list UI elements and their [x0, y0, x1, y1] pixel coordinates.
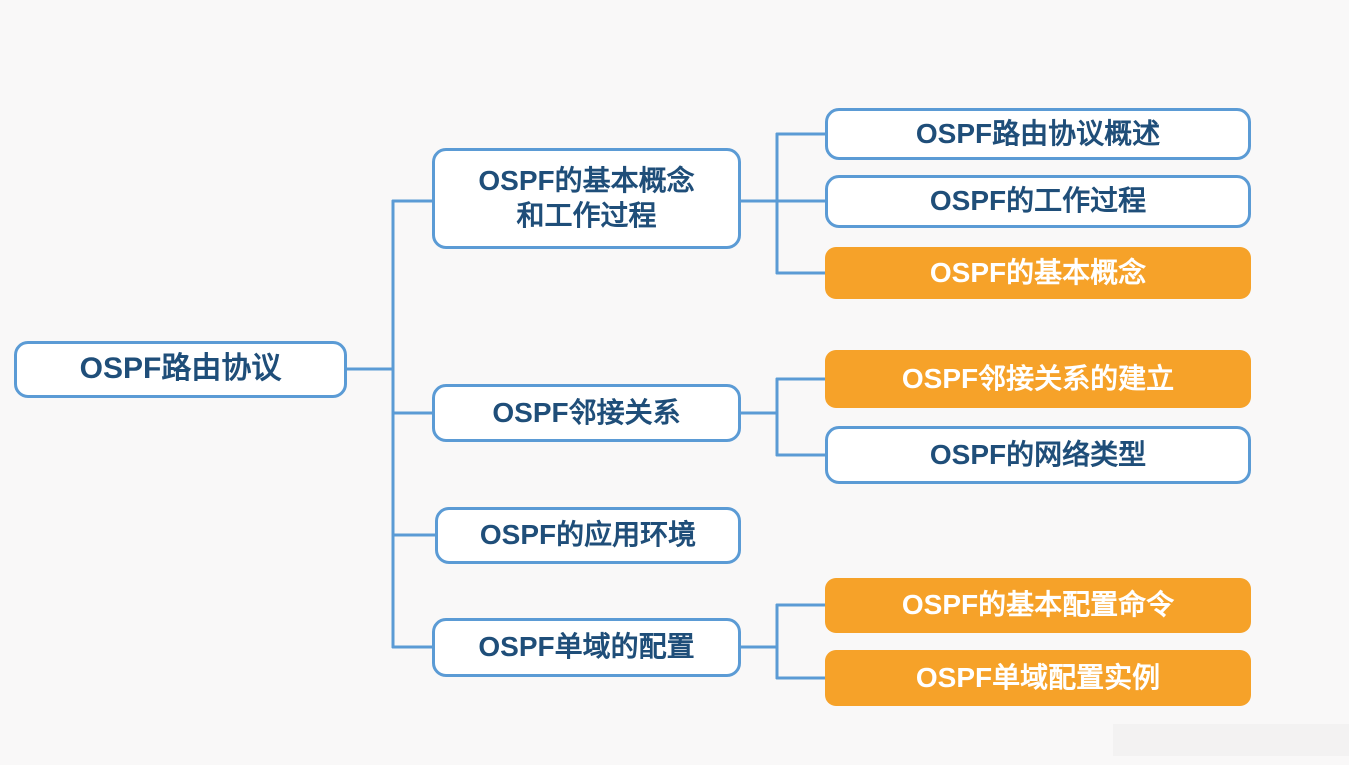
node-network-types: OSPF的网络类型 — [825, 426, 1251, 484]
node-ospf-routing-protocol: OSPF路由协议 — [14, 341, 347, 398]
node-label: OSPF路由协议 — [79, 352, 282, 386]
node-single-area-configuration: OSPF单域的配置 — [432, 618, 741, 677]
node-label: OSPF邻接关系 — [492, 396, 681, 428]
node-application-environment: OSPF的应用环境 — [435, 507, 741, 564]
node-label: OSPF单域的配置 — [478, 631, 695, 663]
node-adjacency: OSPF邻接关系 — [432, 384, 741, 442]
node-basic-configuration-commands: OSPF的基本配置命令 — [825, 578, 1251, 633]
node-label: OSPF的基本概念 — [929, 256, 1147, 288]
footer-watermark-strip — [1113, 724, 1349, 756]
node-label: OSPF的工作过程 — [929, 185, 1147, 217]
node-protocol-overview: OSPF路由协议概述 — [825, 108, 1251, 160]
node-label: OSPF单域配置实例 — [915, 661, 1161, 693]
node-working-process: OSPF的工作过程 — [825, 175, 1251, 228]
node-basic-concepts: OSPF的基本概念 — [825, 247, 1251, 299]
node-label: OSPF的基本配置命令 — [901, 589, 1175, 621]
node-label: OSPF的基本概念 和工作过程 — [478, 165, 695, 231]
node-label: OSPF邻接关系的建立 — [901, 362, 1175, 394]
node-single-area-configuration-example: OSPF单域配置实例 — [825, 650, 1251, 706]
node-label: OSPF的应用环境 — [479, 519, 697, 551]
node-label: OSPF路由协议概述 — [915, 117, 1161, 149]
node-adjacency-establishment: OSPF邻接关系的建立 — [825, 350, 1251, 408]
node-label: OSPF的网络类型 — [929, 438, 1147, 470]
node-basic-concepts-and-working-process: OSPF的基本概念 和工作过程 — [432, 148, 741, 249]
